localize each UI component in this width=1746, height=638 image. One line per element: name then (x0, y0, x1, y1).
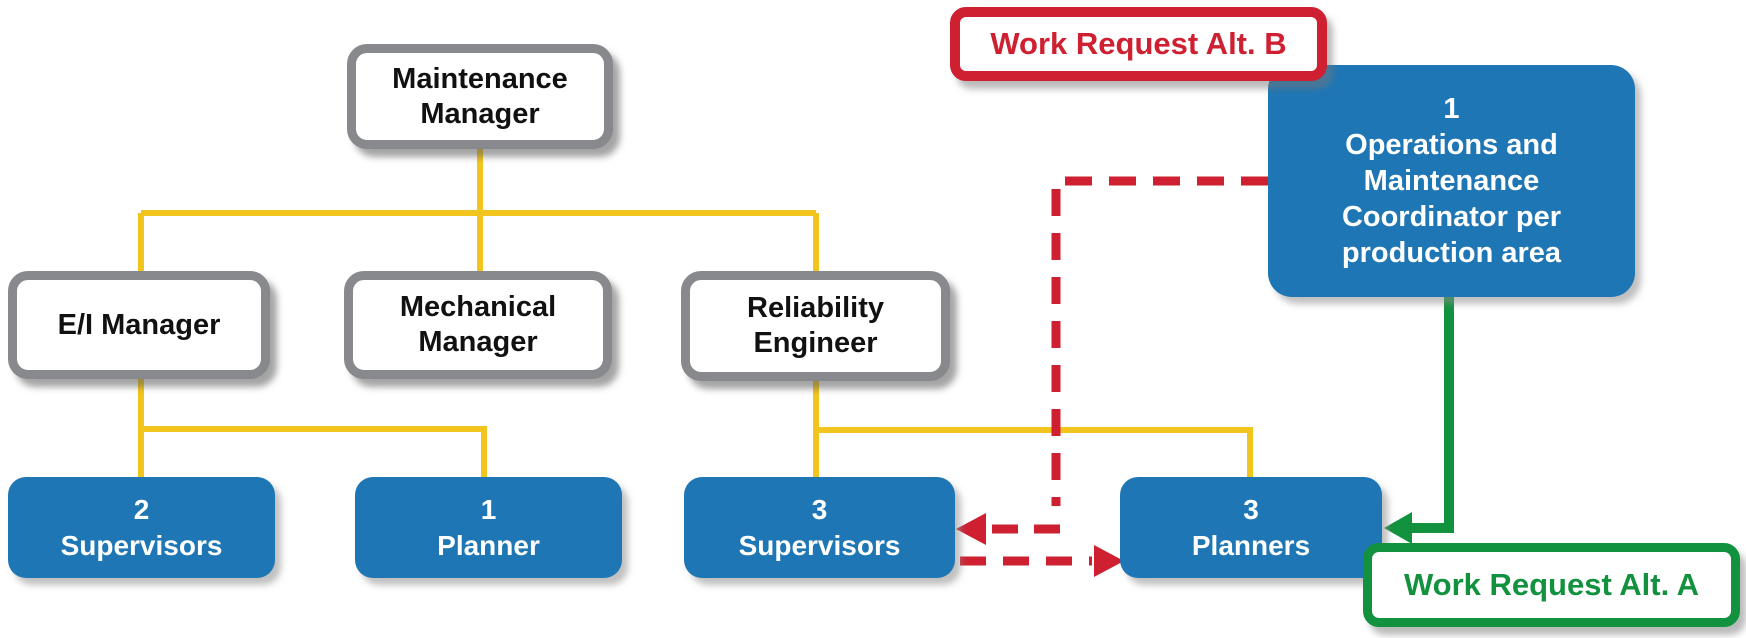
node-label: E/I Manager (57, 308, 221, 341)
node-maintenance-manager: Maintenance Manager (347, 44, 613, 149)
node-ei-manager: E/I Manager (8, 271, 270, 379)
yellow-hierarchy-connectors (138, 148, 1253, 479)
alt-b-flow-path (960, 176, 1268, 566)
label-work-request-alt-b: Work Request Alt. B (950, 7, 1327, 81)
node-role: Operations and Maintenance Coordinator p… (1341, 129, 1562, 269)
node-count: 1 (480, 493, 497, 525)
alt-b-flow-line-from-coordinator (1051, 176, 1268, 506)
node-label: Mechanical Manager (399, 291, 557, 358)
node-ei-planner: 1 Planner (355, 477, 622, 578)
node-role: Planners (1191, 529, 1311, 561)
alt-b-arrowhead-to-supervisors (956, 513, 986, 545)
node-label: Reliability Engineer (747, 292, 884, 359)
node-mechanical-manager: Mechanical Manager (344, 271, 612, 379)
node-count: 3 (1243, 493, 1259, 525)
alt-a-flow-path (1384, 297, 1454, 544)
node-rel-supervisors: 3 Supervisors (684, 477, 955, 578)
alt-b-arrowhead-to-planners (1094, 545, 1124, 577)
node-role: Supervisors (738, 529, 901, 561)
node-reliability-engineer: Reliability Engineer (681, 271, 950, 381)
node-ei-supervisors: 2 Supervisors (8, 477, 275, 578)
node-label: Maintenance Manager (392, 62, 568, 130)
node-role: Supervisors (60, 529, 223, 561)
alt-a-flow-line (1406, 297, 1454, 533)
connector-ei-to-planner1 (141, 426, 487, 479)
alt-a-arrowhead-to-planners (1384, 512, 1412, 544)
flow-label-text: Work Request Alt. A (1403, 567, 1700, 602)
node-count: 1 (1443, 93, 1460, 125)
node-om-coordinator: 1 Operations and Maintenance Coordinator… (1268, 65, 1635, 297)
node-count: 3 (811, 493, 828, 525)
label-work-request-alt-a: Work Request Alt. A (1363, 543, 1740, 627)
flow-label-text: Work Request Alt. B (990, 26, 1287, 61)
node-count: 2 (133, 493, 150, 525)
connector-rel-to-planners3 (816, 427, 1253, 479)
node-role: Planner (437, 529, 540, 561)
node-rel-planners: 3 Planners (1120, 477, 1382, 578)
